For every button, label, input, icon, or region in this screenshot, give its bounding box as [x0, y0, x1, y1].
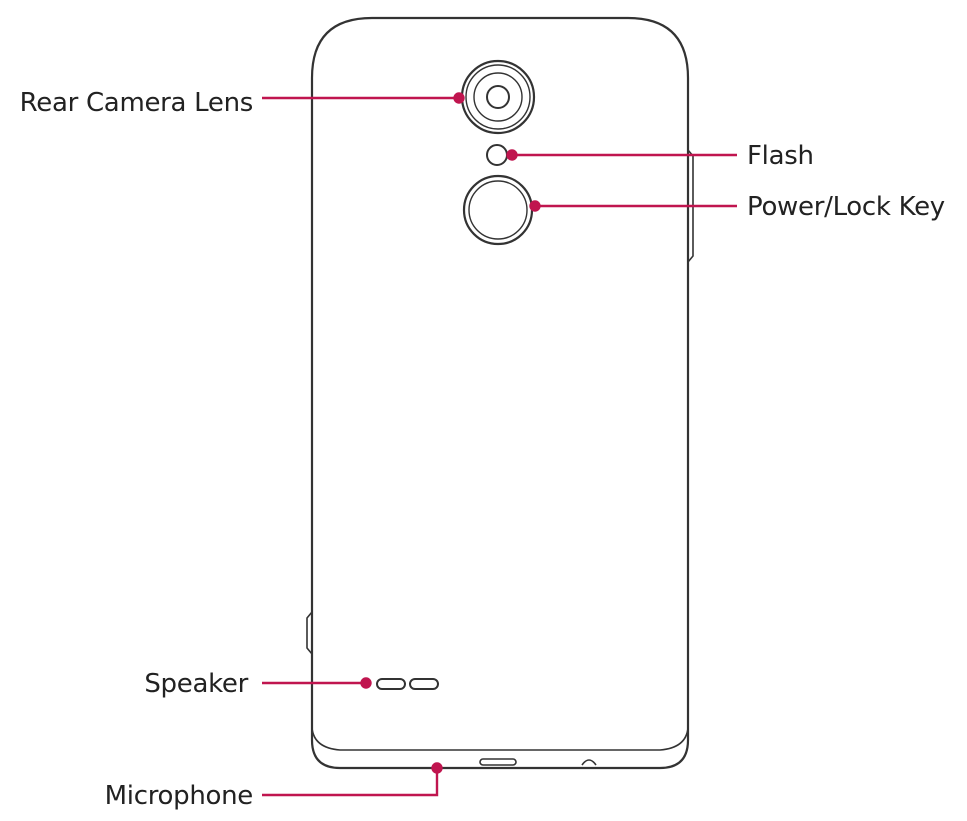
callout-dot-power — [529, 200, 541, 212]
callout-dot-microphone — [431, 762, 443, 774]
label-rear-camera-lens: Rear Camera Lens — [19, 88, 254, 118]
phone-body — [306, 16, 694, 770]
usb-port — [479, 758, 517, 766]
speaker-grille — [376, 678, 439, 690]
camera-ring-middle — [465, 64, 531, 130]
label-power-lock-key: Power/Lock Key — [747, 192, 945, 222]
label-flash: Flash — [747, 141, 814, 171]
label-microphone: Microphone — [104, 781, 254, 811]
bottom-bezel — [311, 727, 689, 751]
headphone-jack — [581, 759, 597, 766]
phone-outline — [310, 16, 690, 770]
power-key-outer — [462, 174, 534, 246]
camera-ring-inner — [473, 72, 523, 122]
callouts — [262, 92, 737, 797]
callout-dot-speaker — [360, 677, 372, 689]
rear-camera — [460, 59, 536, 135]
flash-led — [486, 144, 508, 166]
camera-ring-outer — [460, 59, 536, 135]
side-key-left — [306, 611, 313, 655]
callout-dot-rear-camera — [453, 92, 465, 104]
power-lock-key — [462, 174, 534, 246]
label-speaker: Speaker — [144, 669, 248, 699]
power-key-inner — [468, 180, 528, 240]
speaker-slot-left — [376, 678, 406, 690]
callout-dot-flash — [506, 149, 518, 161]
speaker-slot-right — [409, 678, 439, 690]
callout-line-microphone — [262, 771, 439, 797]
camera-lens — [486, 85, 510, 109]
